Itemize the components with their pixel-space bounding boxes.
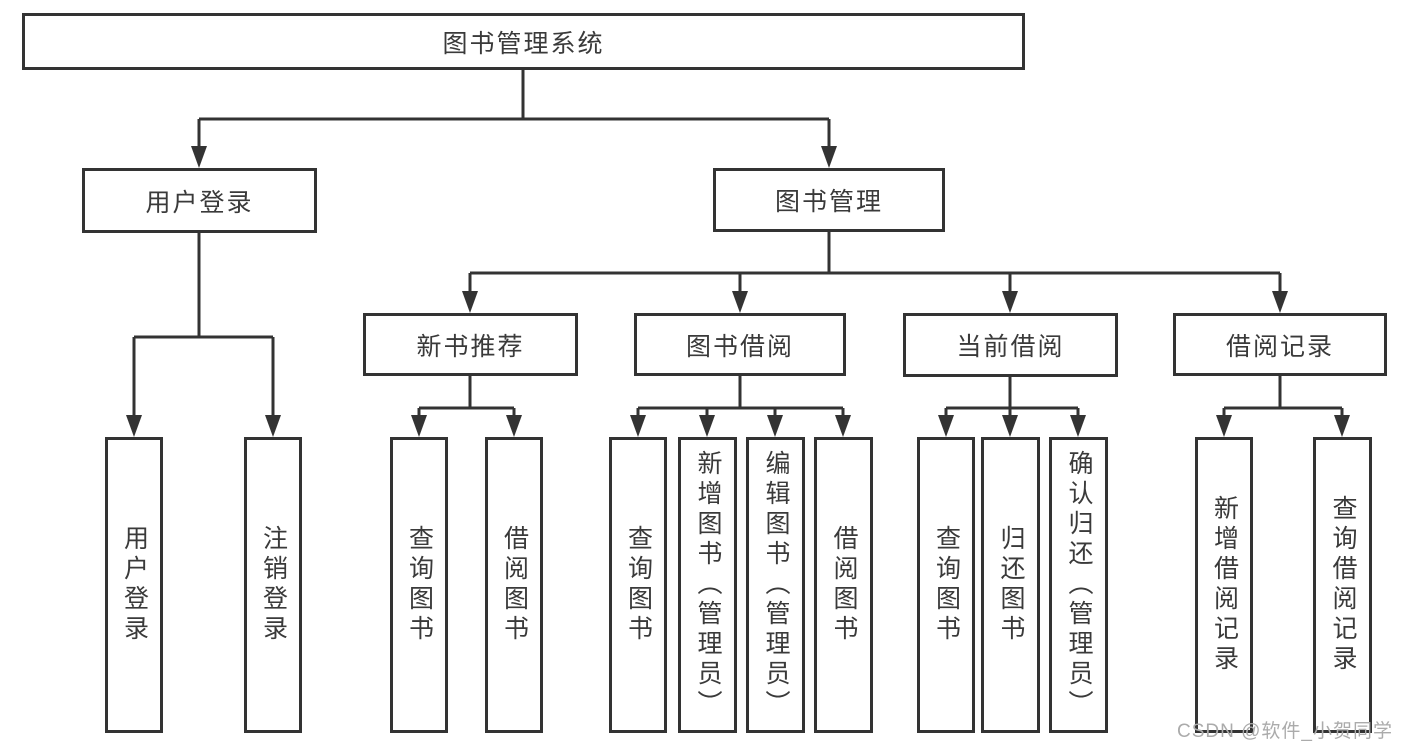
- node-label: 编辑图书（管理员）: [762, 450, 790, 720]
- leaf-borrow-books-1: 借阅图书: [485, 437, 543, 733]
- node-label: 当前借阅: [956, 333, 1065, 361]
- leaf-user-login: 用户登录: [105, 437, 163, 733]
- node-label: 借阅图书: [830, 525, 858, 645]
- node-label: 归还图书: [997, 525, 1025, 645]
- node-label: 图书管理系统: [442, 29, 605, 58]
- leaf-add-borrow-record: 新增借阅记录: [1195, 437, 1253, 733]
- node-current-borrowing: 当前借阅: [903, 313, 1118, 377]
- leaf-query-books-2: 查询图书: [609, 437, 667, 733]
- leaf-borrow-books-2: 借阅图书: [814, 437, 873, 733]
- node-label: 查询图书: [624, 525, 653, 645]
- node-book-borrowing: 图书借阅: [634, 313, 846, 376]
- node-user-login: 用户登录: [82, 168, 317, 233]
- leaf-query-books-1: 查询图书: [390, 437, 448, 733]
- node-label: 借阅记录: [1225, 332, 1334, 361]
- node-label: 确认归还（管理员）: [1065, 450, 1093, 720]
- node-label: 注销登录: [259, 525, 288, 645]
- node-label: 查询图书: [405, 525, 434, 645]
- leaf-logout: 注销登录: [244, 437, 302, 733]
- leaf-confirm-return-admin: 确认归还（管理员）: [1049, 437, 1108, 733]
- leaf-query-books-3: 查询图书: [917, 437, 975, 733]
- node-label: 图书管理: [774, 188, 883, 216]
- node-label: 借阅图书: [500, 525, 529, 645]
- watermark: CSDN @软件_小贺同学: [1177, 721, 1393, 742]
- node-label: 用户登录: [145, 188, 254, 217]
- node-library-system: 图书管理系统: [22, 13, 1025, 70]
- node-new-book-recommend: 新书推荐: [363, 313, 578, 376]
- node-book-management: 图书管理: [713, 168, 945, 232]
- node-label: 新增图书（管理员）: [694, 450, 722, 720]
- leaf-query-borrow-record: 查询借阅记录: [1313, 437, 1372, 733]
- leaf-add-books-admin: 新增图书（管理员）: [678, 437, 737, 733]
- node-label: 用户登录: [120, 525, 149, 645]
- node-label: 图书借阅: [685, 332, 794, 361]
- node-borrowing-records: 借阅记录: [1173, 313, 1387, 376]
- leaf-return-books: 归还图书: [981, 437, 1040, 733]
- node-label: 查询图书: [932, 525, 961, 645]
- node-label: 新书推荐: [416, 332, 525, 361]
- leaf-edit-books-admin: 编辑图书（管理员）: [746, 437, 805, 733]
- node-label: 查询借阅记录: [1329, 495, 1357, 675]
- node-label: 新增借阅记录: [1210, 495, 1239, 675]
